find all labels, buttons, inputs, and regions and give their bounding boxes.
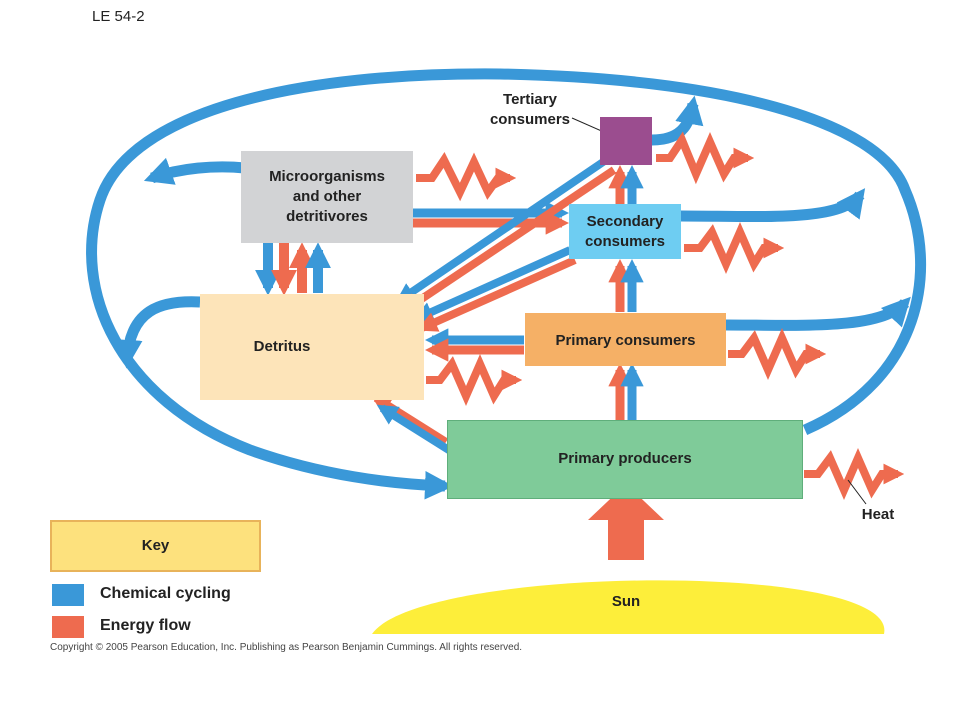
chemical-cycling-swatch <box>52 584 84 606</box>
sun-label: Sun <box>611 593 641 610</box>
energy-flow-label: Energy flow <box>100 617 191 634</box>
food-chain-arrows <box>608 164 644 420</box>
sun-energy-arrow <box>588 484 664 560</box>
heat-zigzags <box>416 131 905 500</box>
heat-leader-line <box>847 479 867 505</box>
key-box: Key <box>50 520 261 572</box>
detritus-box: Detritus <box>200 294 424 400</box>
copyright-notice: Copyright © 2005 Pearson Education, Inc.… <box>50 642 523 653</box>
heat-label: Heat <box>861 506 895 523</box>
chemical-cycling-loop <box>86 68 926 500</box>
chemical-cycling-label: Chemical cycling <box>100 585 231 602</box>
primary-consumers-to-detritus <box>424 328 524 362</box>
primary-consumers-box: Primary consumers <box>525 313 726 366</box>
tertiary-consumers-label: Tertiary consumers <box>489 91 571 128</box>
energy-flow-swatch <box>52 616 84 638</box>
slide-label: LE 54-2 <box>92 8 145 25</box>
sun-shape <box>372 580 885 634</box>
primary-producers-box: Primary producers <box>447 420 803 499</box>
secondary-consumers-box: Secondary consumers <box>569 204 681 259</box>
consumers-to-detritus-diagonals <box>394 156 617 332</box>
microorganisms-box: Microorganisms and other detritivores <box>241 151 413 243</box>
producers-to-detritus <box>370 394 455 456</box>
micro-detritus-arrows <box>255 242 331 296</box>
tertiary-consumers-box <box>600 117 652 165</box>
